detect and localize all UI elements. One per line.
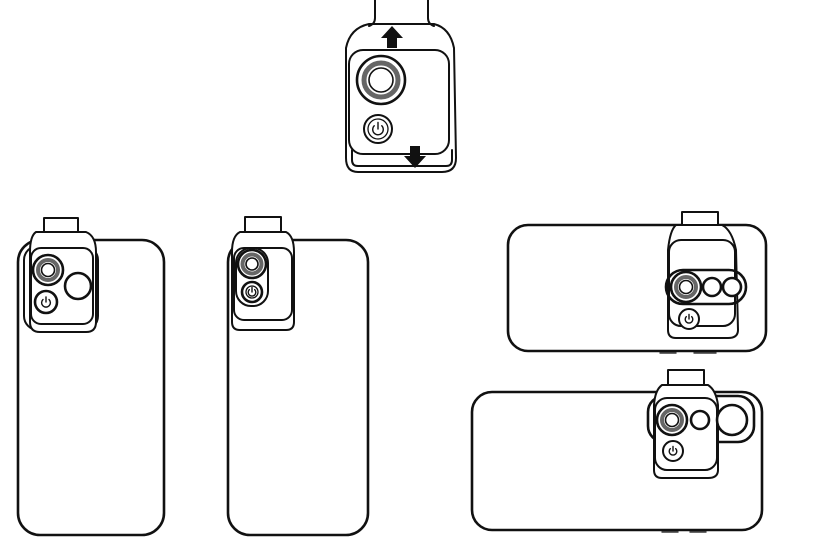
- phone-camera-lens: [721, 276, 743, 298]
- power-icon: [33, 289, 59, 315]
- lens-icon: [236, 248, 268, 280]
- clip-plate: [30, 247, 94, 325]
- clip-strap: [244, 216, 282, 233]
- lens-icon: [31, 253, 65, 287]
- clip-strap-left: [368, 0, 376, 27]
- clip-strap: [667, 369, 705, 386]
- lens-icon: [355, 54, 407, 106]
- phone-camera-lens: [689, 409, 711, 431]
- camera-pill: [235, 247, 269, 307]
- landscape-wide-camera-panel: [470, 369, 764, 533]
- power-icon: [240, 280, 264, 304]
- clip-plate: [654, 397, 718, 471]
- clip-body: [231, 231, 295, 331]
- portrait-single-camera-panel: [226, 216, 370, 537]
- phone-camera-lens: [63, 271, 93, 301]
- camera-row: [664, 268, 748, 306]
- portrait-dual-camera-panel: [16, 217, 166, 537]
- phone-camera-lens: [715, 403, 749, 437]
- arrow-down-icon: [404, 146, 426, 168]
- arrow-up-icon: [381, 26, 403, 48]
- lens-icon: [669, 270, 703, 304]
- clip-strap: [43, 217, 79, 233]
- clip-strap: [681, 211, 719, 226]
- power-icon: [662, 440, 684, 462]
- phone-camera-lens: [701, 276, 723, 298]
- power-icon: [363, 114, 393, 144]
- power-icon: [678, 308, 700, 330]
- clip-body: [345, 23, 457, 173]
- landscape-triple-row-camera-panel: [506, 211, 768, 354]
- lens-icon: [655, 403, 689, 437]
- clip-plate: [233, 247, 293, 321]
- clip-detail-panel: [345, 0, 457, 173]
- clip-strap-right: [427, 0, 435, 27]
- clip-backing: [351, 149, 453, 167]
